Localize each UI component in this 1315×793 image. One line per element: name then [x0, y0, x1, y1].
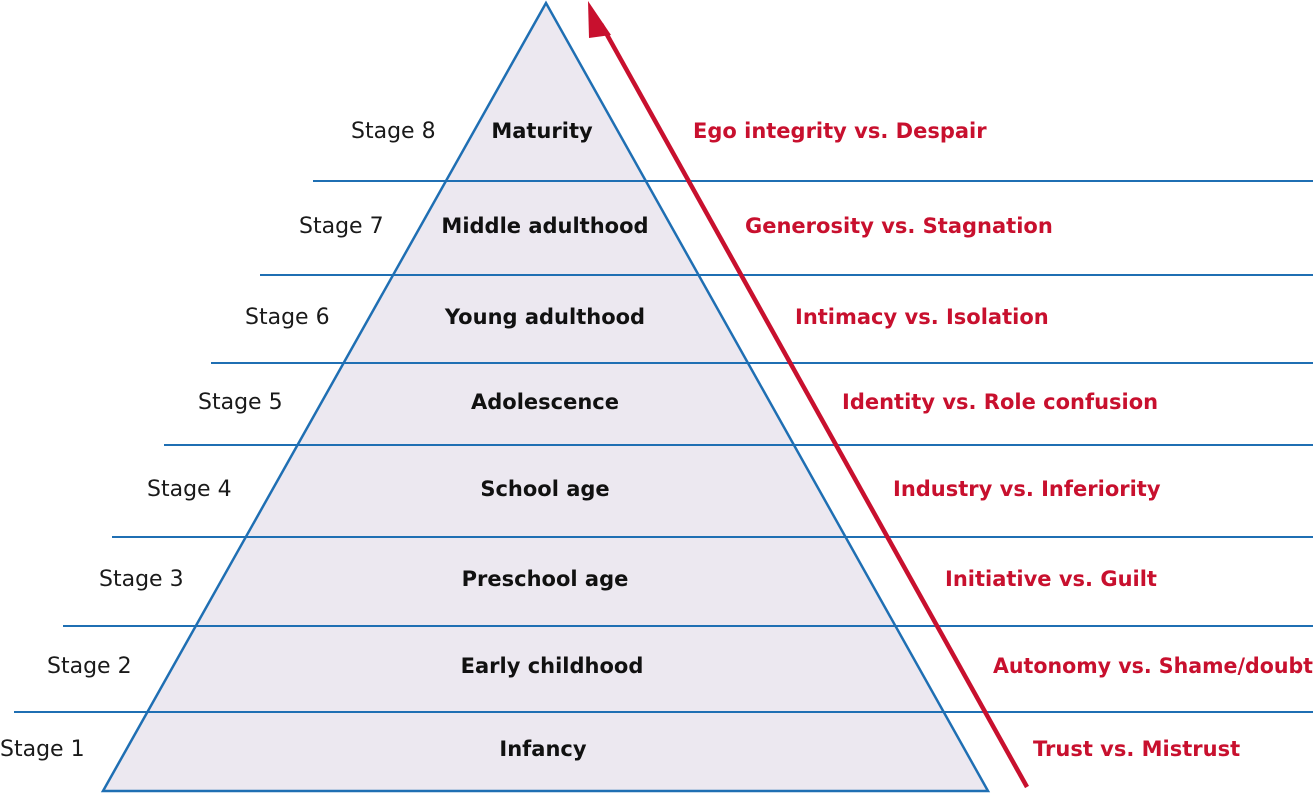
stage-row: Stage 4 School age Industry vs. Inferiorit…	[147, 477, 1161, 502]
stage-row: Stage 2 Early childhood Autonomy vs. Shame…	[47, 654, 1313, 679]
stage-number-label: Stage 6	[245, 305, 330, 330]
life-period-label: Maturity	[491, 119, 593, 143]
development-arrow	[588, 1, 1029, 789]
arrow-head	[588, 1, 611, 38]
arrow-shaft	[599, 22, 1029, 789]
stage-row: Stage 6 Young adulthood Intimacy vs. Isola…	[245, 305, 1049, 330]
stage-row: Stage 3 Preschool age Initiative vs. Guilt	[99, 567, 1157, 592]
stage-dividers	[14, 180, 1313, 713]
life-period-label: Infancy	[499, 737, 586, 761]
stage-number-label: Stage 1	[0, 737, 85, 762]
life-period-label: Adolescence	[471, 390, 619, 414]
psychosocial-conflict-label: Trust vs. Mistrust	[1033, 737, 1240, 761]
stage-number-label: Stage 4	[147, 477, 232, 502]
psychosocial-conflict-label: Generosity vs. Stagnation	[745, 214, 1053, 238]
pyramid	[100, 0, 991, 793]
life-period-label: Early childhood	[461, 654, 644, 678]
psychosocial-conflict-label: Industry vs. Inferiority	[893, 477, 1161, 501]
stage-row: Stage 7 Middle adulthood Generosity vs. St…	[299, 214, 1053, 239]
life-period-label: Middle adulthood	[441, 214, 648, 238]
life-period-label: Preschool age	[462, 567, 629, 591]
stage-row: Stage 1 Infancy Trust vs. Mistrust	[0, 737, 1240, 762]
stage-number-label: Stage 7	[299, 214, 384, 239]
stage-row: Stage 5 Adolescence Identity vs. Role conf…	[198, 390, 1158, 415]
psychosocial-conflict-label: Ego integrity vs. Despair	[693, 119, 987, 143]
psychosocial-conflict-label: Initiative vs. Guilt	[945, 567, 1157, 591]
life-period-label: Young adulthood	[444, 305, 645, 329]
psychosocial-conflict-label: Identity vs. Role confusion	[842, 390, 1158, 414]
stage-number-label: Stage 8	[351, 119, 436, 144]
stage-row: Stage 8 Maturity Ego integrity vs. Despair	[351, 119, 987, 144]
stage-labels: Stage 1 Infancy Trust vs. Mistrust Stage 2 E…	[0, 119, 1313, 762]
psychosocial-conflict-label: Autonomy vs. Shame/doubt	[993, 654, 1313, 678]
stage-number-label: Stage 3	[99, 567, 184, 592]
stage-number-label: Stage 2	[47, 654, 132, 679]
psychosocial-conflict-label: Intimacy vs. Isolation	[795, 305, 1049, 329]
stage-number-label: Stage 5	[198, 390, 283, 415]
life-period-label: School age	[480, 477, 609, 501]
